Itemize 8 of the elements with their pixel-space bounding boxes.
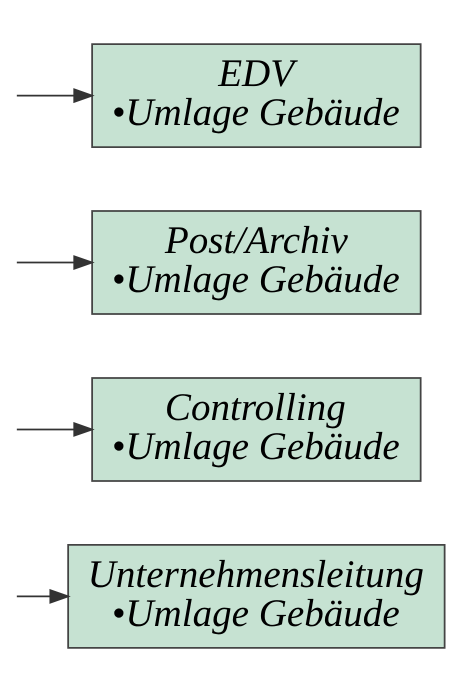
node-box: Controlling •Umlage Gebäude — [91, 377, 422, 482]
node-box: Post/Archiv •Umlage Gebäude — [91, 210, 422, 315]
arrow — [16, 88, 95, 104]
node-box: EDV •Umlage Gebäude — [91, 43, 422, 148]
arrow — [16, 255, 95, 270]
node-box: Unternehmensleitung •Umlage Gebäude — [67, 544, 446, 649]
arrow — [16, 588, 71, 604]
arrow — [16, 422, 95, 437]
